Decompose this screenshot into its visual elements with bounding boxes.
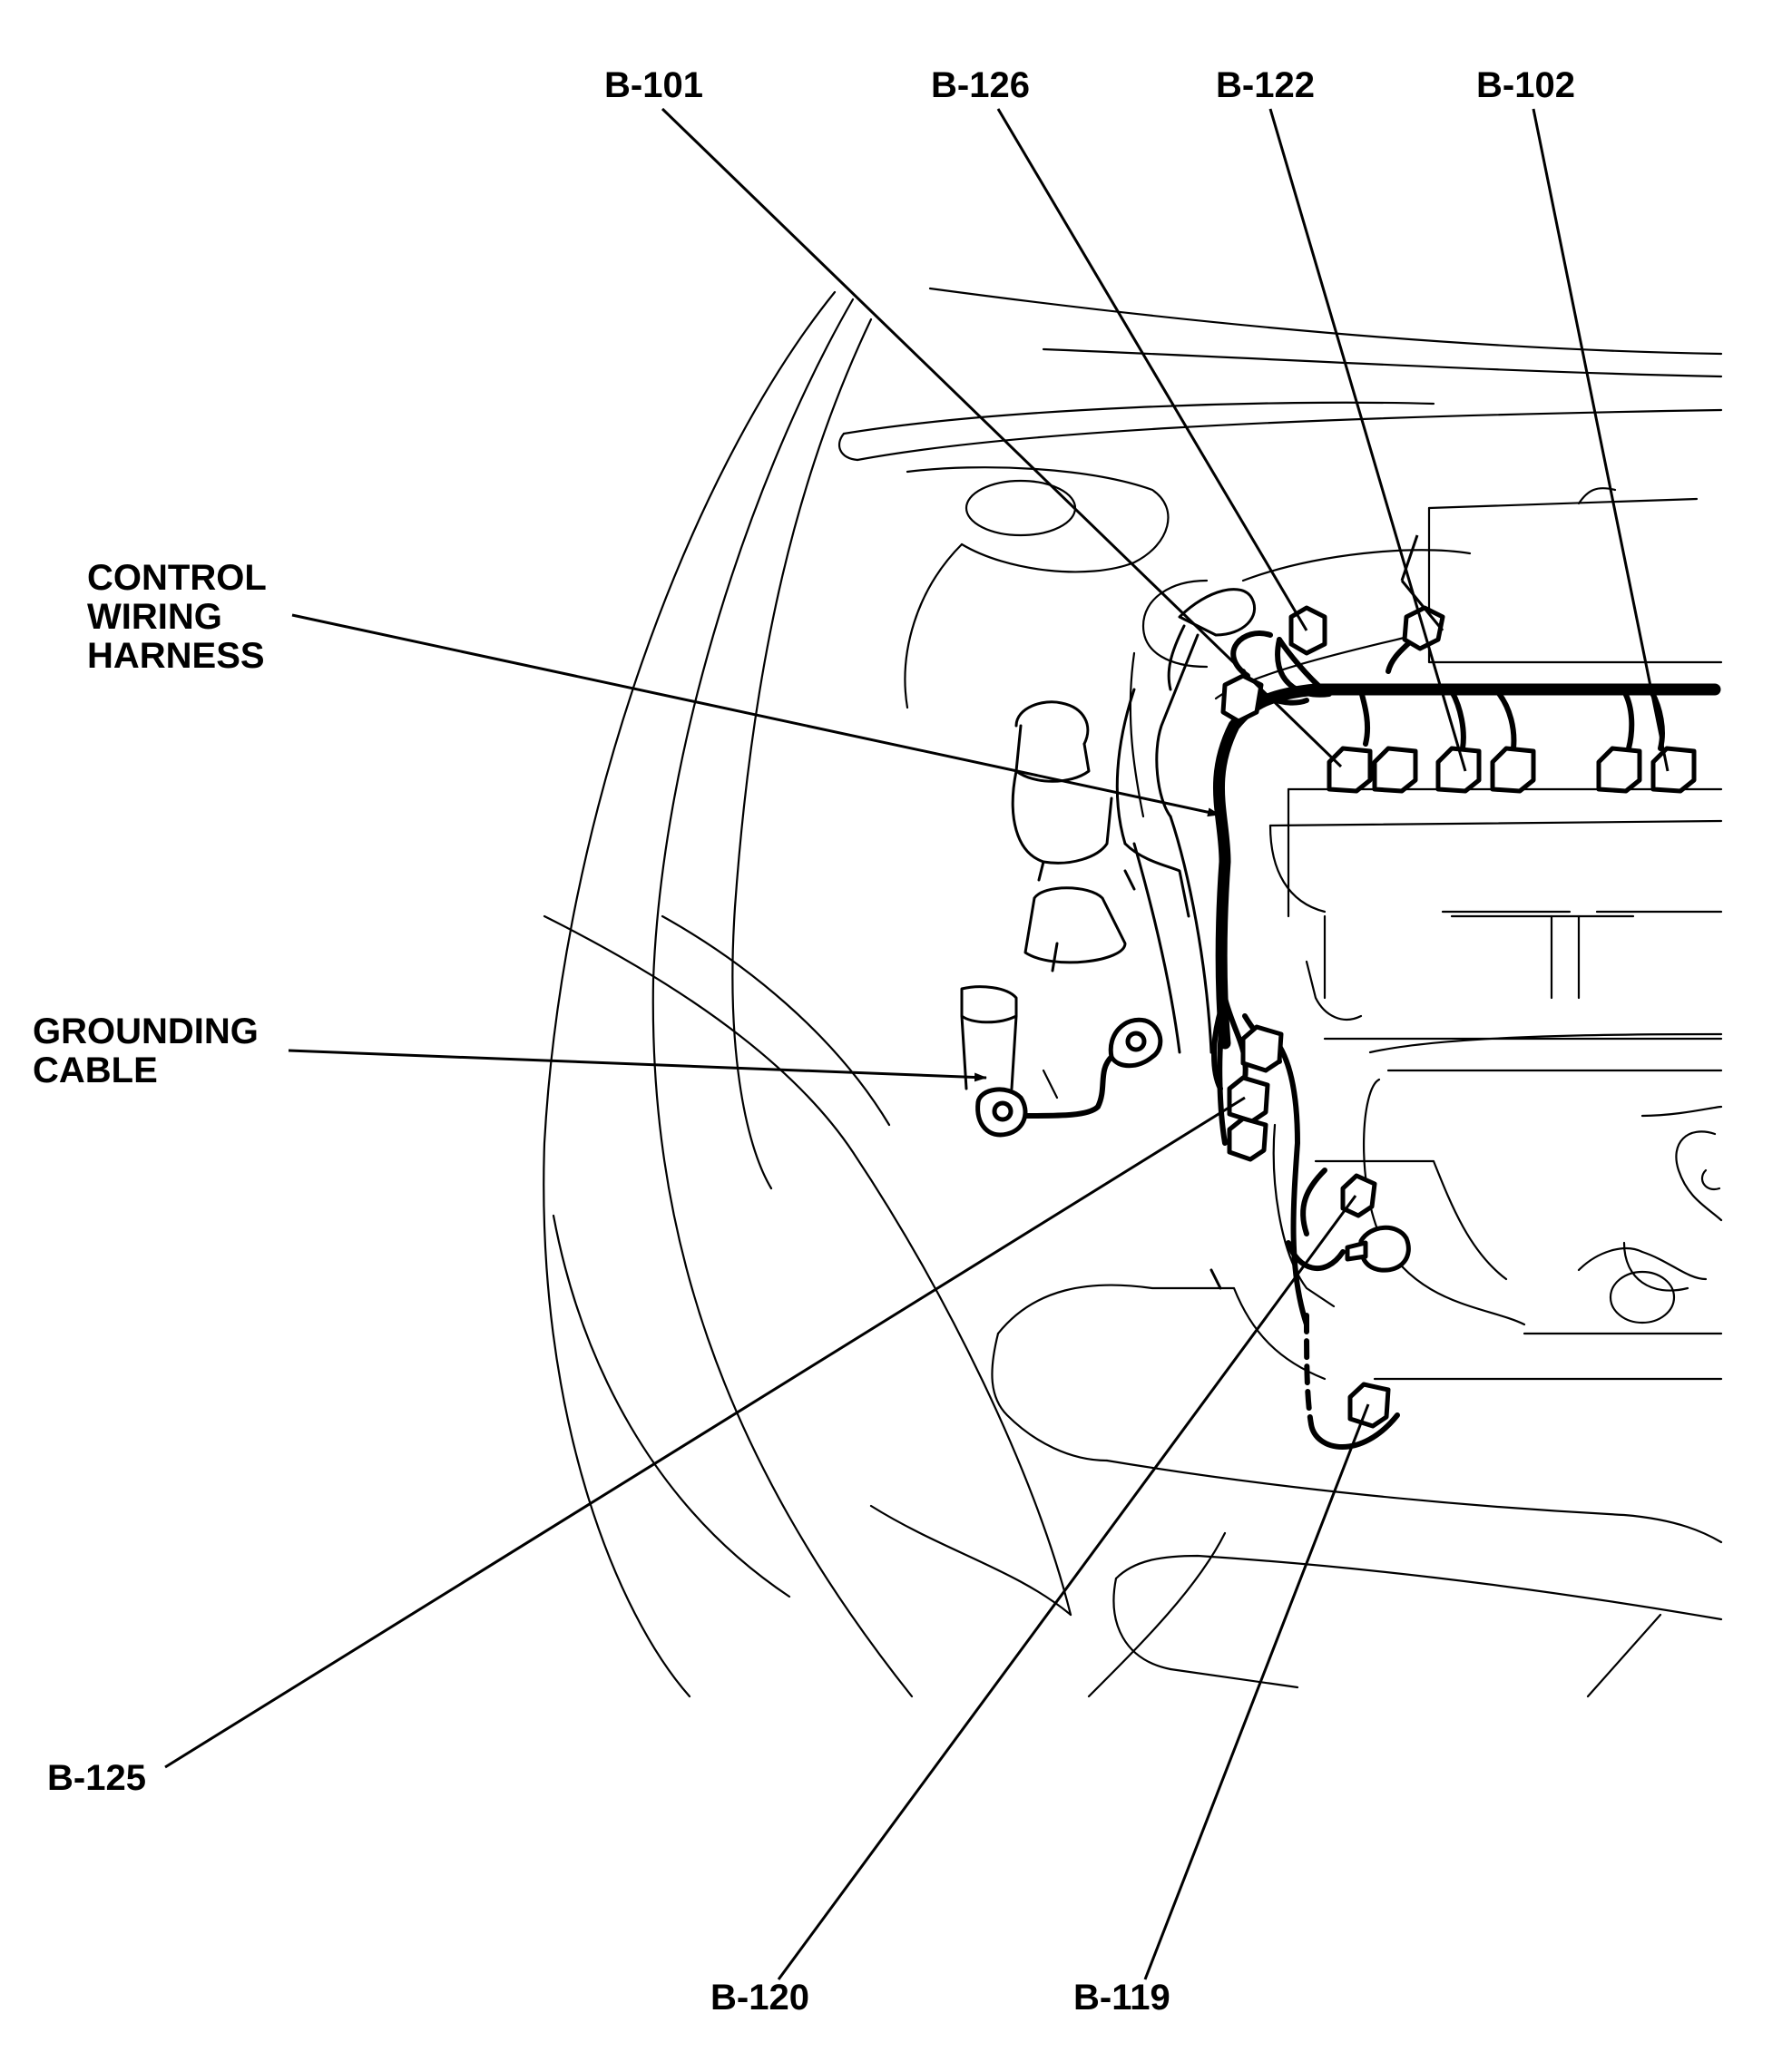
callout-labels: B-101 B-126 B-122 B-102 CONTROL WIRING H… [33,65,1575,2018]
connector-b120-shape [1340,1173,1377,1218]
leader-lines [164,107,1670,1980]
engine-components [960,588,1256,1290]
connector-b122-shape [1435,746,1482,794]
label-b122: B-122 [1216,65,1315,105]
label-grounding-cable-line2: CABLE [33,1051,158,1090]
label-grounding-cable-line1: GROUNDING [33,1011,259,1051]
label-b125: B-125 [47,1758,146,1798]
label-b120: B-120 [710,1978,809,2018]
label-b102: B-102 [1476,65,1575,105]
connectors [1220,605,1697,1429]
vehicle-body-outline [543,287,1723,1698]
connector-b101-shape [1327,746,1373,794]
label-control-wiring-harness-line3: HARNESS [87,636,265,676]
label-b101: B-101 [604,65,703,105]
label-b119: B-119 [1073,1978,1170,2018]
label-b126: B-126 [931,65,1030,105]
label-control-wiring-harness-line1: CONTROL [87,558,267,598]
connector-b125-shape [1227,1075,1270,1124]
grounding-cable [975,1017,1163,1138]
label-control-wiring-harness-line2: WIRING [87,597,222,637]
connector-b102-shape [1650,746,1697,794]
